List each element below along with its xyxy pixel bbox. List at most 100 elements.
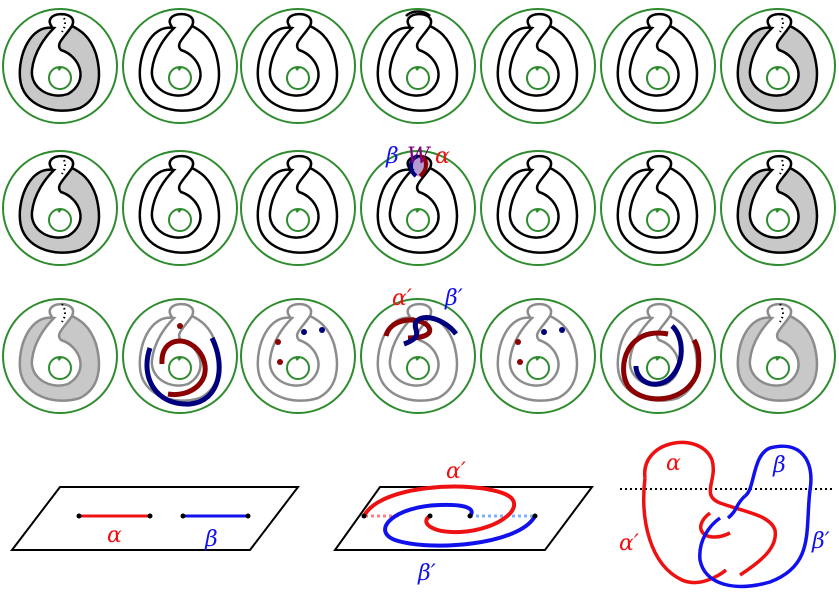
row3-alpha-prime-label: α′ [392, 286, 412, 311]
alpha-strand [418, 154, 428, 178]
outer-green-circle [240, 8, 356, 124]
outer-green-circle [600, 150, 716, 266]
outer-green-circle [720, 8, 836, 124]
knot-cell-row2-2 [122, 150, 238, 266]
inner-green-circle [286, 66, 310, 90]
dotted-crossing [779, 13, 784, 33]
knot-cell-row1-5 [480, 8, 596, 124]
outer-green-circle [480, 298, 596, 414]
endpoint-dot [541, 329, 547, 335]
knot-cell-row1-2 [122, 8, 238, 124]
knot-red-strand [642, 440, 777, 585]
inner-green-circle [168, 356, 192, 380]
outer-green-circle [360, 298, 476, 414]
knot-alpha-prime-label: α′ [619, 531, 639, 556]
knot-cell-row2-6 [600, 150, 716, 266]
inner-green-circle [406, 208, 430, 232]
crossing-strand [405, 10, 431, 17]
inner-green-circle [766, 66, 790, 90]
knot-curve [616, 12, 699, 112]
knot-cell-row1-3 [240, 8, 356, 124]
knot-curve [496, 154, 579, 254]
beta-prime-arc [144, 336, 222, 407]
dotted-crossing [61, 13, 66, 33]
beta-endpoint [180, 513, 186, 519]
knot-curve [496, 302, 579, 402]
knot-panel: α β α′ β′ [619, 440, 832, 589]
knot-curve [256, 12, 339, 112]
beta-prime-endpoint [467, 513, 473, 519]
outer-green-circle [240, 150, 356, 266]
outer-green-circle [480, 8, 596, 124]
knot-cell-row3-1 [2, 298, 118, 414]
row3-beta-prime-label: β′ [444, 286, 463, 311]
row2-alpha-label: α [435, 144, 450, 169]
inner-green-circle [406, 66, 430, 90]
endpoint-dot [319, 327, 325, 333]
outer-green-circle [122, 150, 238, 266]
outer-green-circle [360, 8, 476, 124]
knot-cell-row3-3 [240, 298, 356, 414]
inner-green-circle [526, 356, 550, 380]
knot-beta-label: β [772, 453, 786, 478]
endpoint-dot [515, 339, 521, 345]
beta-prime-arc [633, 324, 684, 387]
knot-cell-row1-4 [360, 8, 476, 124]
outer-green-circle [600, 8, 716, 124]
beta-strand [409, 154, 419, 178]
knot-cell-row3-6 [600, 298, 716, 414]
knot-cell-row1-1 [2, 8, 118, 124]
row2-beta-label: β [385, 144, 399, 169]
alpha-endpoint [147, 513, 153, 519]
knot-curve [138, 154, 221, 254]
inner-green-circle [406, 356, 430, 380]
inner-green-circle [646, 208, 670, 232]
knot-cell-row1-6 [600, 8, 716, 124]
knot-cell-row2-5 [480, 150, 596, 266]
inner-green-circle [286, 356, 310, 380]
knot-curve [376, 302, 459, 402]
knot-curve [736, 302, 819, 402]
outer-green-circle [360, 150, 476, 266]
outer-green-circle [122, 298, 238, 414]
plane-panel-1: α β [9, 486, 301, 552]
plane-1-outline [9, 486, 301, 551]
outer-green-circle [240, 298, 356, 414]
beta-prime-arc [403, 315, 459, 347]
inner-green-circle [48, 208, 72, 232]
knot-curve [138, 12, 221, 112]
beta-prime-curve [383, 502, 537, 548]
plane1-beta-label: β [204, 527, 218, 552]
alpha-prime-endpoint [427, 513, 433, 519]
inner-green-circle [48, 356, 72, 380]
endpoint-dot [517, 359, 523, 365]
row2-w-label: W [407, 144, 432, 169]
knot-curve [376, 154, 459, 254]
beta-endpoint [245, 513, 251, 519]
knot-cell-row3-2 [122, 298, 238, 414]
endpoint-dot [559, 327, 565, 333]
knot-cell-row3-7 [720, 298, 836, 414]
endpoint-dot [277, 359, 283, 365]
alpha-prime-arc [159, 338, 208, 398]
alpha-prime-arc [383, 317, 433, 341]
outer-green-circle [480, 150, 596, 266]
inner-green-circle [646, 66, 670, 90]
outer-green-circle [2, 150, 118, 266]
plane2-beta-prime-label: β′ [417, 561, 436, 586]
plane2-alpha-prime-label: α′ [446, 459, 466, 484]
knot-diagram-rows [2, 8, 836, 414]
beta-prime-endpoint [532, 513, 538, 519]
outer-green-circle [122, 8, 238, 124]
knot-curve [18, 12, 101, 112]
dotted-crossing [61, 303, 66, 323]
knot-cell-row3-5 [480, 298, 596, 414]
knot-cell-row2-7 [720, 150, 836, 266]
endpoint-dot [275, 339, 281, 345]
knot-blue-strand [698, 444, 813, 589]
knot-cell-row1-7 [720, 8, 836, 124]
alpha-prime-arc [621, 330, 702, 402]
knot-curve [18, 154, 101, 254]
knot-curve [736, 12, 819, 112]
